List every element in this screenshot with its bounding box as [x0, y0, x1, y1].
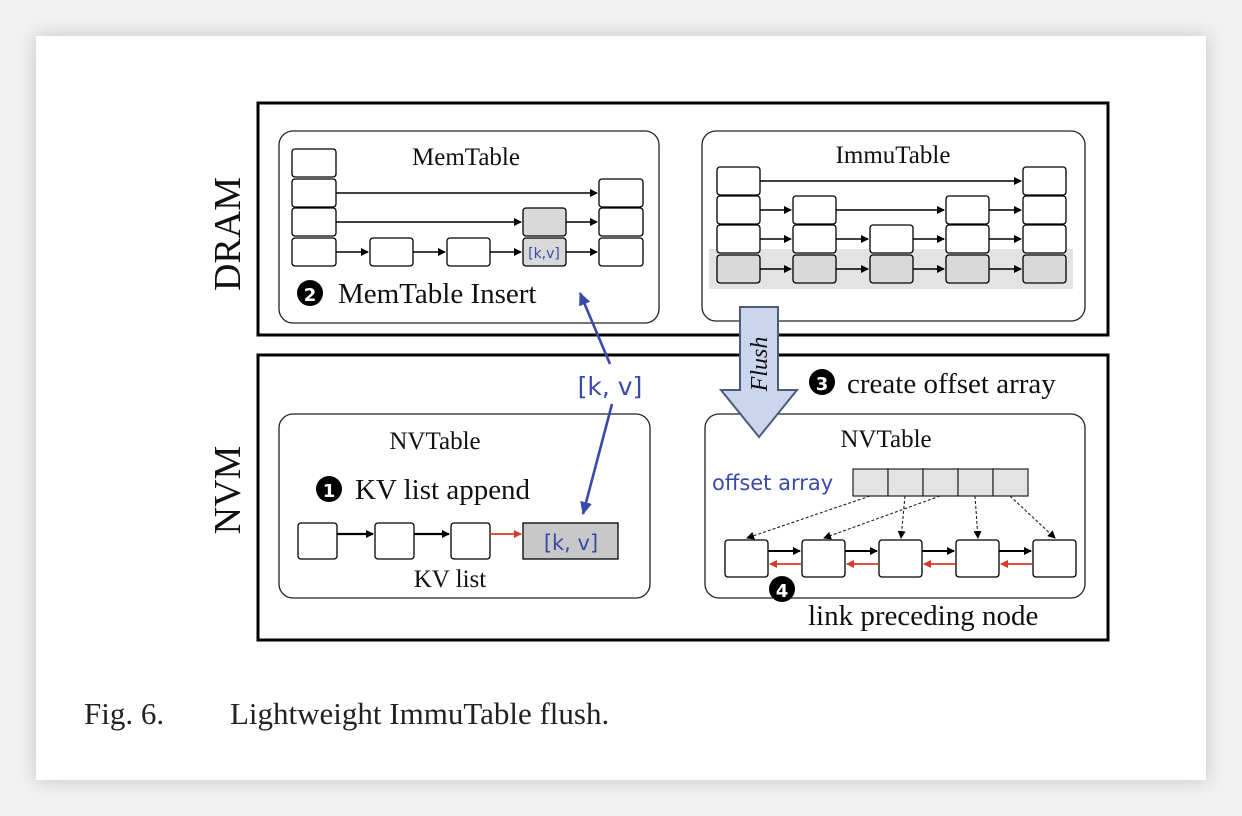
kv-list-label: KV list	[414, 566, 487, 593]
memtable-panel	[278, 130, 660, 324]
immutable-node	[945, 254, 990, 284]
nvtable-right-node	[801, 539, 846, 578]
immutable-node	[869, 254, 914, 284]
nvtable-right-node	[878, 539, 923, 578]
nvtable-right-node	[724, 539, 769, 578]
flush-arrow	[718, 306, 800, 439]
offset-array-cell	[887, 468, 924, 497]
kv-pair-label-bg	[572, 367, 650, 401]
immutable-node	[945, 224, 990, 254]
immutable-node	[716, 166, 761, 196]
caption-text: Lightweight ImmuTable flush.	[230, 696, 610, 731]
immutable-node	[792, 254, 837, 284]
memtable-tail-node	[598, 237, 644, 267]
step-1-badge	[316, 476, 342, 502]
memtable-insert-label: MemTable Insert	[338, 278, 536, 310]
offset-array	[852, 468, 1029, 497]
immutable-node	[792, 195, 837, 225]
kv-list	[297, 522, 522, 560]
step-2-number: 2	[304, 285, 317, 306]
nvm-region	[256, 353, 1110, 642]
step-2-badge	[297, 280, 323, 306]
kv-list-node	[374, 522, 415, 560]
offset-pointer-arrow	[897, 495, 906, 539]
link-preceding-node-label: link preceding node	[808, 600, 1038, 632]
offset-array-cell	[957, 468, 994, 497]
flush-label: Flush	[747, 337, 773, 393]
kv-list-new-node	[522, 522, 619, 560]
insert-arrow-to-memtable	[578, 292, 612, 365]
immutable-node	[1022, 224, 1067, 254]
memtable-head-node	[291, 178, 337, 208]
immutable-node	[716, 254, 761, 284]
immutable-node	[1022, 166, 1067, 196]
immutable-node	[869, 224, 914, 254]
immutable-node	[716, 224, 761, 254]
memtable-tail-node	[598, 178, 644, 208]
caption-number: Fig. 6.	[84, 696, 165, 731]
step-3-number: 3	[816, 374, 829, 395]
dram-region	[256, 101, 1110, 337]
nvtable-right-list	[724, 495, 1077, 578]
step-4-badge	[769, 576, 795, 602]
offset-pointer-arrow	[746, 495, 871, 540]
memtable-node-label: [k,v]	[528, 246, 560, 262]
immutable-node	[1022, 254, 1067, 284]
offset-array-cell	[852, 468, 889, 497]
offset-array-cell	[992, 468, 1029, 497]
immutable-node	[716, 195, 761, 225]
immutable-skiplist	[716, 166, 1067, 284]
kv-list-append-label: KV list append	[355, 474, 531, 506]
step-3-badge	[809, 369, 835, 395]
memtable-head-node	[291, 207, 337, 237]
step-4-number: 4	[776, 581, 789, 602]
create-offset-array-label: create offset array	[847, 368, 1056, 400]
nvtable-right-node	[955, 539, 1000, 578]
dram-label: DRAM	[207, 177, 249, 291]
memtable-skiplist	[291, 148, 644, 267]
memtable-tail-node	[598, 207, 644, 237]
memtable-title: MemTable	[412, 144, 520, 171]
offset-pointer-arrow	[973, 495, 982, 539]
nvtable-right-title: NVTable	[840, 426, 931, 453]
offset-array-label: offset array	[712, 471, 833, 495]
memtable-node	[446, 237, 491, 267]
memtable-head-node	[291, 148, 337, 178]
offset-pointer-arrow	[823, 495, 941, 540]
kv-list-new-node-label: [k, v]	[544, 531, 598, 555]
step-1-number: 1	[323, 481, 336, 502]
kv-list-node	[297, 522, 338, 560]
nvm-label: NVM	[207, 446, 249, 535]
nvtable-left-title: NVTable	[389, 428, 480, 455]
immutable-node	[792, 224, 837, 254]
nvtable-right-node	[1032, 539, 1077, 578]
immutable-node	[1022, 195, 1067, 225]
offset-pointer-arrow	[1009, 495, 1056, 539]
kv-list-node	[450, 522, 491, 560]
memtable-head-node	[291, 237, 337, 267]
kv-pair-label: [k, v]	[578, 372, 643, 401]
figure-caption: Fig. 6. Lightweight ImmuTable flush.	[84, 696, 609, 732]
immutable-node	[945, 195, 990, 225]
offset-array-cell	[922, 468, 959, 497]
memtable-node	[369, 237, 414, 267]
append-arrow-to-kv-list	[580, 403, 614, 515]
immutable-title: ImmuTable	[836, 142, 951, 169]
memtable-inserted-node	[522, 207, 567, 237]
